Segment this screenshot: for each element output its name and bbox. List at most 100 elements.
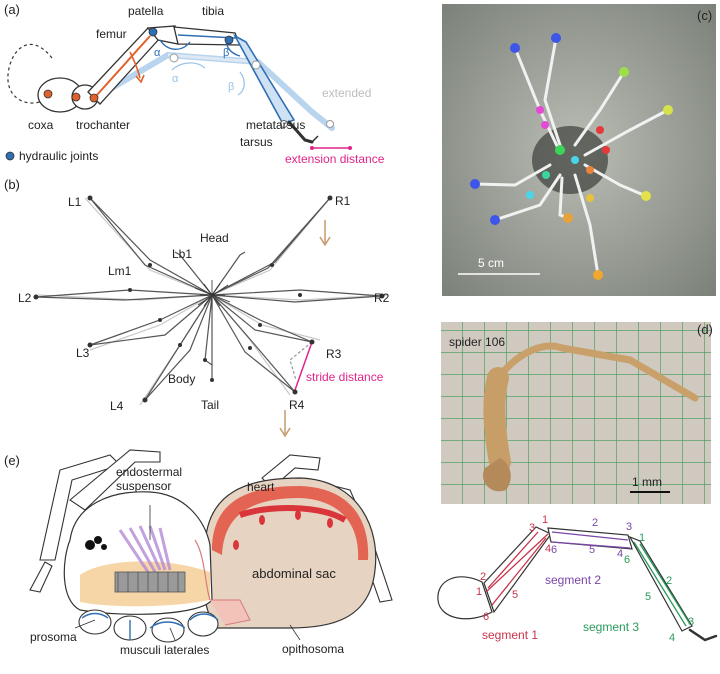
svg-text:4: 4: [617, 548, 623, 560]
heart-tube: [239, 505, 347, 523]
coxa-arrows: [81, 612, 219, 640]
svg-text:2: 2: [480, 571, 486, 583]
alpha-label: α: [154, 47, 161, 59]
svg-text:5: 5: [645, 591, 651, 603]
beta-label: β: [223, 47, 229, 59]
endostermal-suspensor-fibers: [118, 525, 172, 576]
coxa-label: coxa: [28, 118, 54, 132]
abdominal-sac-label: abdominal sac: [252, 566, 336, 581]
panel-e-label: (e): [4, 453, 20, 468]
joint-femur: [89, 93, 99, 103]
segment-1-label: segment 1: [482, 628, 538, 642]
label-L4: L4: [110, 399, 124, 413]
segment-2-label: segment 2: [545, 573, 601, 587]
svg-text:5: 5: [512, 589, 518, 601]
prosoma-label: prosoma: [30, 630, 77, 644]
tarsus-label: tarsus: [240, 135, 273, 149]
scale-label-d: 1 mm: [632, 475, 662, 489]
panel-a: (a) α β α β: [4, 2, 385, 166]
spider-shadow: [532, 126, 608, 194]
hydraulic-joint-patella: [148, 27, 158, 37]
svg-text:6: 6: [483, 611, 489, 623]
stick-nodes: [33, 195, 385, 403]
body-mesh: [194, 280, 231, 310]
svg-text:2: 2: [666, 575, 672, 587]
label-Lb1: Lb1: [172, 247, 192, 261]
tracked-markers: [470, 33, 673, 280]
joint-coxa: [43, 89, 53, 99]
alpha-arc-extended: [171, 62, 206, 71]
svg-text:β: β: [228, 81, 234, 93]
proximal-segment: [437, 576, 493, 620]
svg-text:3: 3: [626, 521, 632, 533]
body-outline-dashed: [7, 43, 53, 104]
svg-text:1: 1: [639, 532, 645, 544]
svg-text:5: 5: [589, 544, 595, 556]
femur-muscle-line: [95, 35, 151, 97]
svg-text:6: 6: [624, 554, 630, 566]
tracked-legs: [473, 36, 670, 277]
label-Lm1: Lm1: [108, 264, 132, 278]
label-L2: L2: [18, 291, 32, 305]
tarsus-segment: [287, 120, 314, 144]
panel-d-label: (d): [697, 322, 713, 337]
svg-text:4: 4: [669, 632, 675, 644]
scale-label-c: 5 cm: [478, 256, 504, 270]
panel-b: (b): [4, 177, 390, 438]
svg-text:6: 6: [551, 544, 557, 556]
hydraulic-joints-legend: hydraulic joints: [19, 149, 98, 163]
label-R4: R4: [289, 398, 305, 412]
svg-text:1: 1: [542, 514, 548, 526]
musculi-laterales-label: musculi laterales: [120, 643, 209, 657]
hydraulic-joints-legend-dot: [5, 151, 15, 161]
hydraulic-joint-tibia: [224, 35, 234, 45]
beta-arc-extended: [237, 71, 245, 96]
alpha-arc: [159, 39, 191, 50]
endostermal-label: endostermal: [116, 465, 182, 479]
label-R2: R2: [374, 291, 390, 305]
metatarsus-segment: [232, 33, 296, 125]
label-Tail: Tail: [201, 398, 219, 412]
panel-e: (e): [4, 449, 393, 657]
panel-c: (c): [442, 4, 716, 296]
label-R3: R3: [326, 347, 342, 361]
svg-text:3: 3: [529, 522, 535, 534]
stride-distance-label: stride distance: [306, 370, 384, 384]
heart-tissue: [212, 486, 369, 560]
direction-arrow-bottom: [279, 410, 291, 438]
spider-id-label: spider 106: [449, 335, 505, 349]
flex-arrow: [129, 51, 141, 79]
trochanter-label: trochanter: [76, 118, 130, 132]
segment-3-label: segment 3: [583, 620, 639, 634]
joint-trochanter: [71, 92, 81, 102]
panel-b-label: (b): [4, 177, 20, 192]
svg-text:3: 3: [688, 616, 694, 628]
stick-legs: [35, 197, 383, 401]
svg-text:1: 1: [476, 586, 482, 598]
label-L3: L3: [76, 346, 90, 360]
suspensor-label: suspensor: [116, 479, 171, 493]
svg-text:2: 2: [592, 517, 598, 529]
panel-c-label: (c): [697, 8, 712, 23]
label-Body: Body: [168, 372, 195, 386]
svg-text:4: 4: [545, 543, 551, 555]
svg-text:α: α: [172, 73, 179, 85]
heart-label: heart: [247, 480, 275, 494]
panel-a-label: (a): [4, 2, 20, 17]
femur-label: femur: [96, 27, 127, 41]
label-L1: L1: [68, 195, 82, 209]
direction-arrow-top: [319, 220, 331, 247]
extended-label: extended: [322, 86, 371, 100]
tibia-label: tibia: [202, 4, 224, 18]
opithosoma-label: opithosoma: [282, 642, 344, 656]
stride-distance-bar: [294, 341, 313, 391]
label-Head: Head: [200, 231, 229, 245]
metatarsus-label: metatarsus: [246, 118, 305, 132]
extension-distance-label: extension distance: [285, 152, 385, 166]
patella-label: patella: [128, 4, 164, 18]
endosternite: [114, 571, 186, 593]
segment-diagram: 3 1 4 6 1 2 5 6 2 5 3 4 6 1 2 5 3 4 segm…: [437, 514, 718, 644]
panel-d: (d) spider 106 1 mm: [441, 322, 713, 504]
spider-leg-photo: [494, 342, 699, 402]
